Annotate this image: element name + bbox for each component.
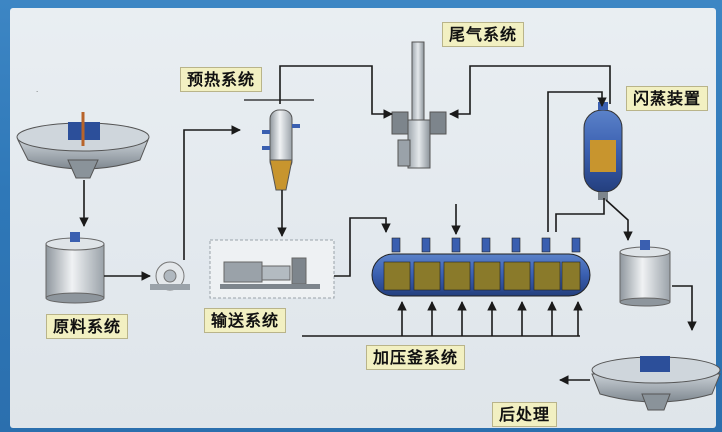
tail-gas-stack [391,41,447,169]
post-thickener [591,356,721,411]
feed-pump [150,261,190,291]
label-post: 后处理 [492,402,558,427]
flash-vessel [583,102,623,200]
label-flash: 闪蒸装置 [626,86,709,111]
preheat-column [244,99,314,191]
convey-skid [209,239,335,299]
label-convey: 输送系统 [204,308,287,333]
flow-lines [79,65,697,385]
post-tank [619,240,671,307]
label-raw: 原料系统 [46,314,129,339]
thickener-tag: · [36,88,38,96]
label-tail-gas: 尾气系统 [442,22,525,47]
autoclave [371,237,591,297]
raw-thickener [16,112,150,179]
label-preheat: 预热系统 [180,67,263,92]
raw-tank [45,232,105,304]
label-autoclave: 加压釜系统 [366,345,466,370]
